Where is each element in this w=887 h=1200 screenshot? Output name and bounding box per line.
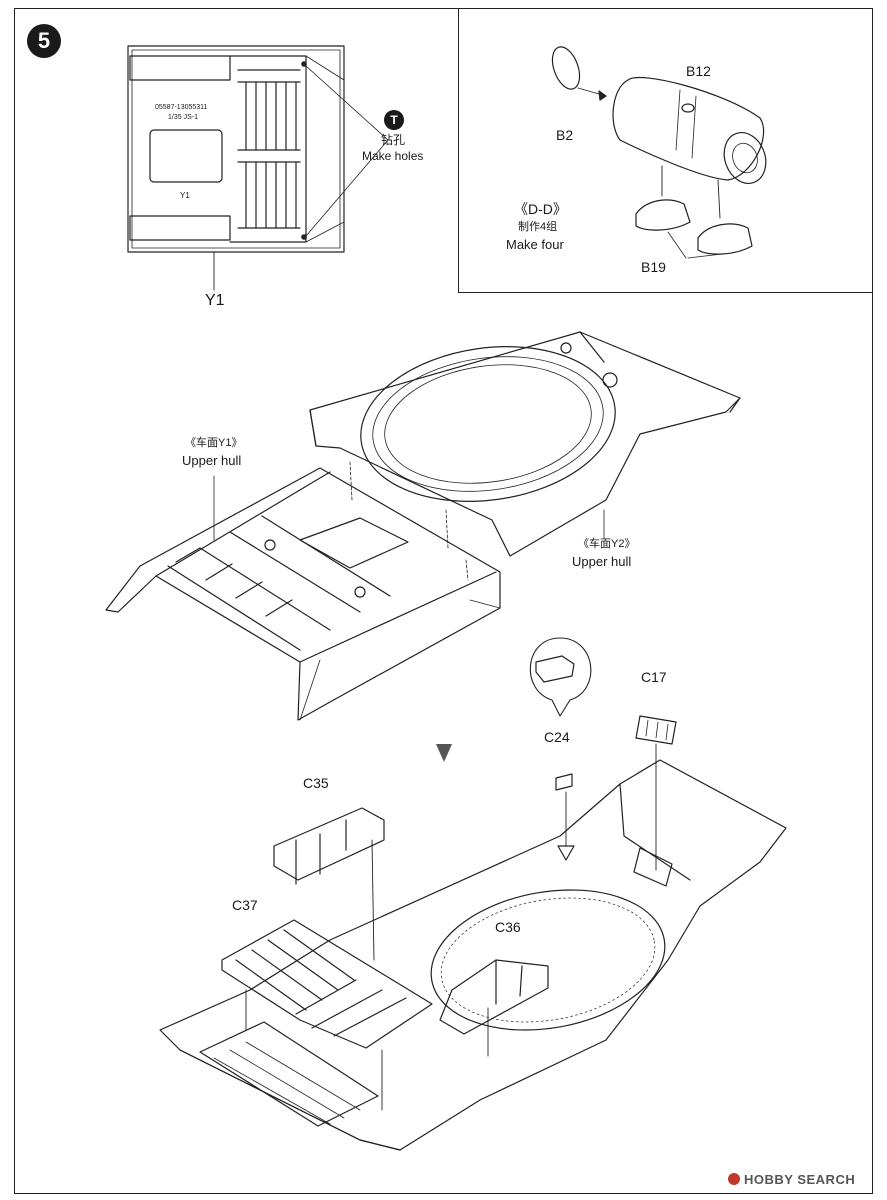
part-label-c17: C17 — [641, 669, 667, 685]
y1-molded-id: Y1 — [180, 191, 190, 200]
upper-hull-y1-en: Upper hull — [182, 453, 242, 468]
down-arrow-icon — [436, 744, 452, 762]
inset-make-cn: 制作4组 — [518, 221, 558, 233]
part-label-b2: B2 — [556, 127, 574, 143]
upper-hull-y1-cn: 《车面Y1》 — [185, 437, 243, 449]
watermark: HOBBY SEARCH — [728, 1172, 855, 1187]
part-label-b12: B12 — [686, 63, 711, 79]
upper-hull-y2-cn: 《车面Y2》 — [578, 538, 636, 550]
part-label-c36: C36 — [495, 919, 521, 935]
part-c37-drawing — [221, 919, 433, 1111]
drill-note-en: Make holes — [362, 149, 424, 163]
watermark-text: HOBBY SEARCH — [744, 1172, 856, 1187]
part-c17-drawing — [635, 715, 677, 871]
upper-hull-y2-drawing — [309, 331, 741, 557]
drill-note-cn: 钻孔 — [381, 133, 406, 147]
lower-hull-drawing — [159, 759, 787, 1151]
fuel-drum-drawing — [551, 46, 767, 259]
part-label-c35: C35 — [303, 775, 329, 791]
part-label-c24: C24 — [544, 729, 570, 745]
part-y1-plate-drawing — [127, 45, 345, 291]
part-label-b19: B19 — [641, 259, 666, 275]
inset-make-en: Make four — [506, 237, 564, 252]
dd-subassembly-inset — [458, 8, 873, 293]
y1-molded-scale: 1/35 JS-1 — [168, 114, 198, 121]
upper-hull-y2-en: Upper hull — [572, 554, 632, 569]
watermark-logo-icon — [728, 1173, 740, 1185]
part-label-y1: Y1 — [205, 292, 225, 309]
step-number-badge: 5 — [27, 24, 61, 58]
y1-molded-code: 05587-13055311 — [155, 104, 208, 111]
part-c36-drawing — [439, 959, 549, 1057]
upper-hull-y1-drawing — [105, 461, 501, 721]
c24-callout-balloon — [529, 637, 592, 861]
part-label-c37: C37 — [232, 897, 258, 913]
drill-tool-icon: T — [384, 110, 404, 130]
instruction-frame — [14, 8, 873, 1194]
part-c35-drawing — [273, 807, 385, 961]
inset-title: 《D-D》 — [514, 201, 567, 217]
